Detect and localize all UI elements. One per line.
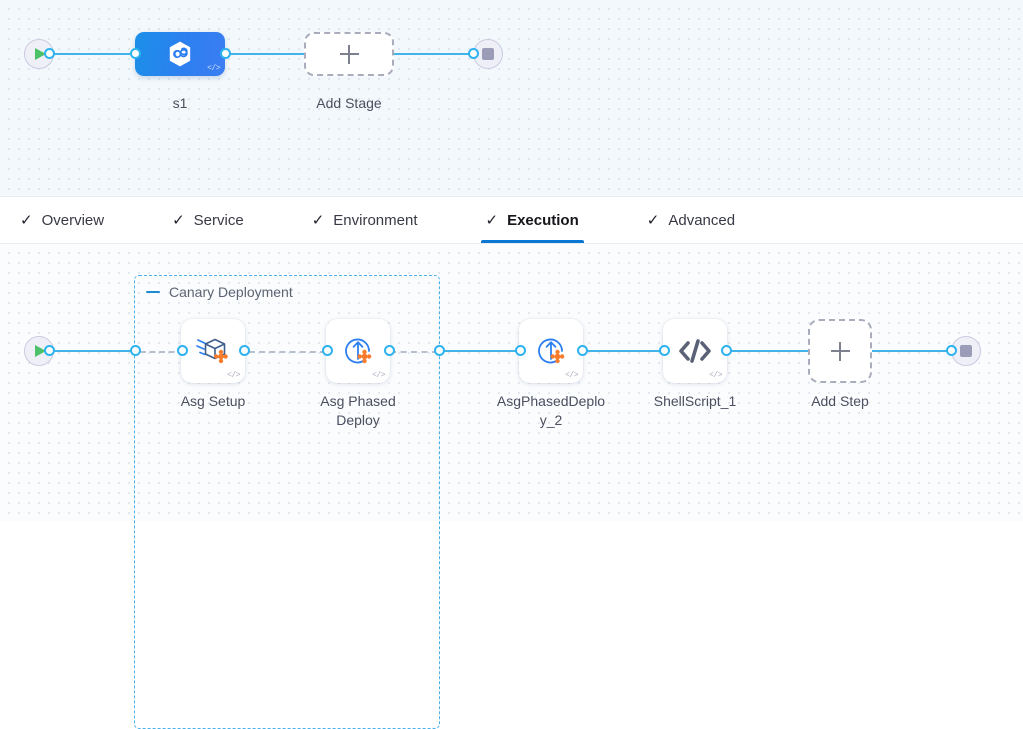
step-label-asg-setup: Asg Setup (180, 393, 246, 409)
edge-group-to-asgphaseddeploy2 (440, 350, 522, 352)
connector-dot-stage-in[interactable] (130, 48, 141, 59)
execution-end-node[interactable] (951, 336, 981, 366)
asg-phased-deploy-icon (345, 338, 372, 364)
tab-advanced-label: Advanced (668, 211, 736, 229)
pipeline-start-node[interactable] (24, 39, 54, 69)
edge-start-to-group (50, 350, 136, 352)
step-group-canary-deployment[interactable] (134, 275, 440, 729)
deployment-hexagon-icon (169, 41, 191, 67)
edge-shellscript-to-add-step (730, 350, 808, 352)
step-card-shellscript-1[interactable]: </> (663, 319, 727, 383)
check-icon: ✓ (172, 211, 185, 229)
check-icon: ✓ (20, 211, 33, 229)
connector-dot-asgphaseddeploy2-out[interactable] (577, 345, 588, 356)
code-badge-icon: </> (207, 64, 220, 73)
tab-overview[interactable]: ✓ Overview (20, 197, 122, 243)
connector-dot-end-in[interactable] (468, 48, 479, 59)
asg-phased-deploy-icon (538, 338, 565, 364)
play-icon (35, 48, 46, 60)
edge-asg-setup-to-asg-phased-deploy (188, 351, 326, 353)
connector-dot-asg-setup-out[interactable] (239, 345, 250, 356)
connector-dot-asg-phased-deploy-out[interactable] (384, 345, 395, 356)
check-icon: ✓ (485, 211, 499, 229)
step-label-asg-phased-deploy: Asg Phased Deploy (320, 393, 396, 428)
plus-icon (830, 341, 850, 361)
add-stage-button[interactable] (304, 32, 394, 76)
pipeline-end-node[interactable] (473, 39, 503, 69)
edge-asgphaseddeploy2-to-shellscript (586, 350, 666, 352)
code-badge-icon: </> (565, 371, 578, 380)
connector-dot-start-out[interactable] (44, 48, 55, 59)
check-icon: ✓ (311, 211, 325, 229)
edge-add-stage-to-end (390, 53, 482, 55)
connector-dot-stage-out[interactable] (220, 48, 231, 59)
add-stage-label: Add Stage (316, 95, 382, 111)
step-card-asg-phased-deploy[interactable]: </> (326, 319, 390, 383)
stage-canvas[interactable]: </> s1 Add Stage (0, 0, 1023, 196)
code-badge-icon: </> (709, 371, 722, 380)
stop-icon (482, 48, 494, 60)
step-group-header[interactable]: Canary Deployment (146, 284, 293, 300)
stage-label-s1: s1 (172, 95, 188, 111)
connector-dot-shellscript-in[interactable] (659, 345, 670, 356)
tab-execution[interactable]: ✓ Execution (480, 197, 597, 243)
step-label-shellscript-1: ShellScript_1 (653, 393, 737, 409)
tab-service[interactable]: ✓ Service (172, 197, 262, 243)
tab-service-label: Service (193, 211, 244, 229)
check-icon: ✓ (646, 211, 660, 229)
step-group-title: Canary Deployment (169, 284, 293, 300)
tab-environment[interactable]: ✓ Environment (312, 197, 436, 243)
edge-asg-phased-deploy-to-group-exit (390, 351, 438, 353)
tab-environment-label: Environment (333, 211, 418, 229)
step-card-asgphaseddeploy-2[interactable]: </> (519, 319, 583, 383)
stop-icon (960, 345, 972, 357)
connector-dot-shellscript-out[interactable] (721, 345, 732, 356)
step-card-asg-setup[interactable]: </> (181, 319, 245, 383)
connector-dot-asg-setup-in[interactable] (177, 345, 188, 356)
execution-canvas[interactable]: Canary Deployment (0, 244, 1023, 729)
asg-setup-package-icon (196, 338, 228, 364)
connector-dot-group-out[interactable] (434, 345, 445, 356)
edge-start-to-stage (50, 53, 138, 55)
connector-dot-exec-start-out[interactable] (44, 345, 55, 356)
code-badge-icon: </> (227, 371, 240, 380)
minus-icon[interactable] (146, 291, 160, 293)
add-step-button[interactable] (808, 319, 872, 383)
tab-advanced[interactable]: ✓ Advanced (647, 197, 753, 243)
stage-node-s1[interactable]: </> (135, 32, 225, 76)
play-icon (35, 345, 46, 357)
edge-group-entry-to-asg-setup (140, 351, 184, 353)
connector-dot-group-in[interactable] (130, 345, 141, 356)
edge-stage-to-add-stage (222, 53, 308, 55)
stage-config-tabs[interactable]: ✓ Overview ✓ Service ✓ Environment ✓ Exe… (0, 196, 1023, 244)
connector-dot-exec-end-in[interactable] (946, 345, 957, 356)
shell-script-code-icon (679, 339, 711, 363)
connector-dot-asgphaseddeploy2-in[interactable] (515, 345, 526, 356)
code-badge-icon: </> (372, 371, 385, 380)
step-label-asgphaseddeploy-2: AsgPhasedDeploy_2 (496, 393, 606, 428)
tab-overview-label: Overview (41, 211, 105, 229)
connector-dot-asg-phased-deploy-in[interactable] (322, 345, 333, 356)
plus-icon (339, 44, 359, 64)
edge-add-step-to-end (872, 350, 962, 352)
tab-execution-label: Execution (507, 211, 579, 229)
add-step-label: Add Step (811, 393, 869, 409)
